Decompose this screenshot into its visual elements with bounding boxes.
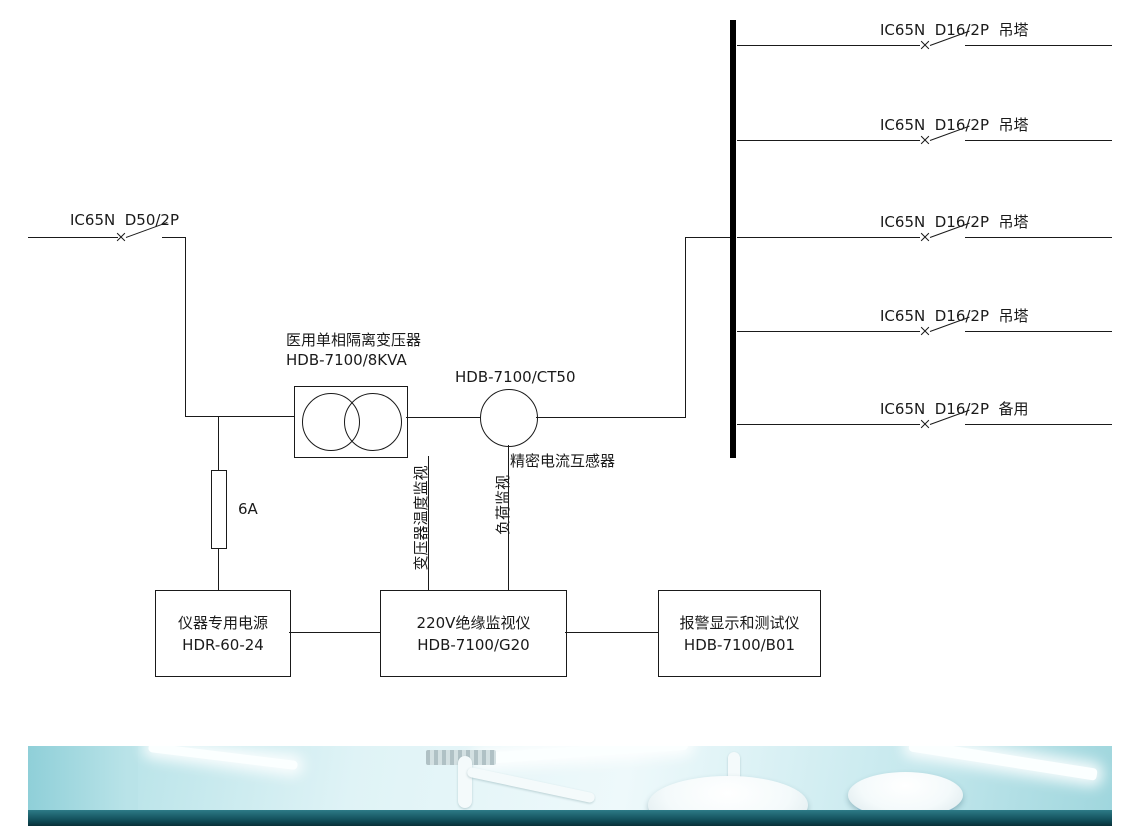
breaker-contact-icon	[116, 232, 126, 242]
transformer-model-label: HDB-7100/8KVA	[286, 351, 407, 369]
breaker-contact-icon	[920, 135, 930, 145]
branch-wire	[965, 45, 1112, 46]
branch-wire	[965, 140, 1112, 141]
branch-circuit: IC65N D16/2P 吊塔	[737, 19, 1112, 51]
branch-circuit: IC65N D16/2P 吊塔	[737, 305, 1112, 337]
branch-wire	[965, 331, 1112, 332]
riser-to-busbar	[685, 237, 686, 418]
alarm-tester-box: 报警显示和测试仪 HDB-7100/B01	[658, 590, 821, 677]
equipment-band	[28, 810, 1112, 826]
wire-transformer-to-ct	[406, 417, 480, 418]
branch-breaker-label: IC65N D16/2P 吊塔	[880, 213, 1029, 231]
breaker-contact-icon	[920, 326, 930, 336]
incoming-wire-b	[162, 237, 186, 238]
transformer-temp-monitor-wire	[428, 456, 429, 590]
feed-wire-to-transformer	[185, 416, 295, 417]
branch-wire	[737, 331, 920, 332]
lamp-arm	[458, 756, 472, 808]
busbar	[730, 20, 736, 458]
ceiling-light-strip	[477, 746, 689, 765]
alarm-tester-name: 报警显示和测试仪	[679, 613, 800, 632]
branch-wire	[737, 424, 920, 425]
branch-circuit: IC65N D16/2P 备用	[737, 398, 1112, 430]
incoming-riser-wire	[185, 237, 186, 416]
wire-monitor-to-alarm	[565, 632, 658, 633]
alarm-tester-model: HDB-7100/B01	[683, 635, 796, 654]
power-supply-model: HDR-60-24	[182, 635, 264, 654]
wire-supply-to-monitor	[289, 632, 380, 633]
fuse-rating-label: 6A	[238, 500, 258, 518]
branch-wire	[737, 237, 920, 238]
wire-ct-to-riser	[536, 417, 685, 418]
breaker-contact-icon	[920, 40, 930, 50]
transformer-winding-icon	[344, 393, 402, 451]
ct-model-label: HDB-7100/CT50	[455, 368, 576, 386]
breaker-contact-icon	[920, 232, 930, 242]
branch-wire	[965, 237, 1112, 238]
transformer-temp-monitor-label: 变压器温度监视	[412, 465, 430, 571]
breaker-contact-icon	[920, 419, 930, 429]
branch-breaker-label: IC65N D16/2P 吊塔	[880, 116, 1029, 134]
load-monitor-label: 负荷监视	[494, 475, 512, 536]
power-supply-name: 仪器专用电源	[177, 613, 268, 632]
incoming-breaker-label: IC65N D50/2P	[70, 211, 180, 229]
current-transformer-icon	[480, 389, 538, 447]
insulation-monitor-name: 220V绝缘监视仪	[416, 613, 531, 632]
branch-wire	[965, 424, 1112, 425]
incoming-wire-a	[28, 237, 118, 238]
wire-to-busbar	[685, 237, 733, 238]
branch-circuit: IC65N D16/2P 吊塔	[737, 211, 1112, 243]
ceiling-light-strip	[148, 746, 298, 771]
branch-breaker-label: IC65N D16/2P 吊塔	[880, 307, 1029, 325]
power-supply-box: 仪器专用电源 HDR-60-24	[155, 590, 291, 677]
lamp-arm	[466, 766, 596, 804]
branch-wire	[737, 140, 920, 141]
fuse-symbol	[211, 470, 227, 549]
ct-caption-label: 精密电流互感器	[510, 452, 616, 470]
transformer-name-label: 医用单相隔离变压器	[286, 331, 422, 349]
branch-breaker-label: IC65N D16/2P 吊塔	[880, 21, 1029, 39]
insulation-monitor-box: 220V绝缘监视仪 HDB-7100/G20	[380, 590, 567, 677]
operating-room-photo	[28, 746, 1112, 826]
branch-breaker-label: IC65N D16/2P 备用	[880, 400, 1029, 418]
branch-wire	[737, 45, 920, 46]
insulation-monitor-model: HDB-7100/G20	[417, 635, 530, 654]
branch-circuit: IC65N D16/2P 吊塔	[737, 114, 1112, 146]
load-monitor-wire	[508, 445, 509, 590]
